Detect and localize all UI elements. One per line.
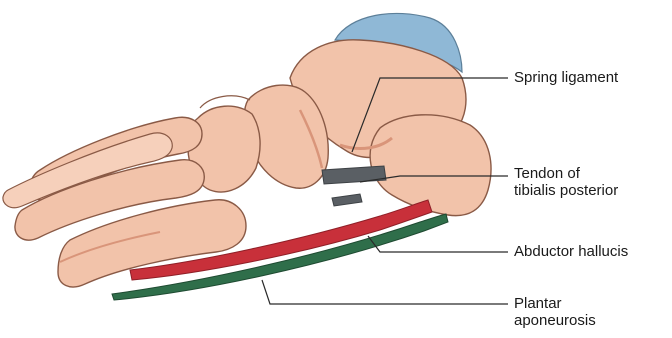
label-tibialis-posterior: Tendon of tibialis posterior [514, 165, 618, 199]
tendon-text-line2: tibialis posterior [514, 182, 618, 199]
leader-plantar [262, 280, 508, 304]
tibialis-posterior-tendon [322, 166, 386, 184]
label-plantar-aponeurosis: Plantar aponeurosis [514, 295, 596, 329]
label-spring-ligament: Spring ligament [514, 69, 618, 86]
calcaneus-bone [370, 115, 491, 216]
label-abductor-hallucis: Abductor hallucis [514, 243, 628, 260]
abductor-hallucis-text: Abductor hallucis [514, 243, 628, 260]
plantar-text-line2: aponeurosis [514, 312, 596, 329]
tendon-text-line1: Tendon of [514, 165, 618, 182]
spring-ligament-text: Spring ligament [514, 69, 618, 86]
plantar-text-line1: Plantar [514, 295, 596, 312]
